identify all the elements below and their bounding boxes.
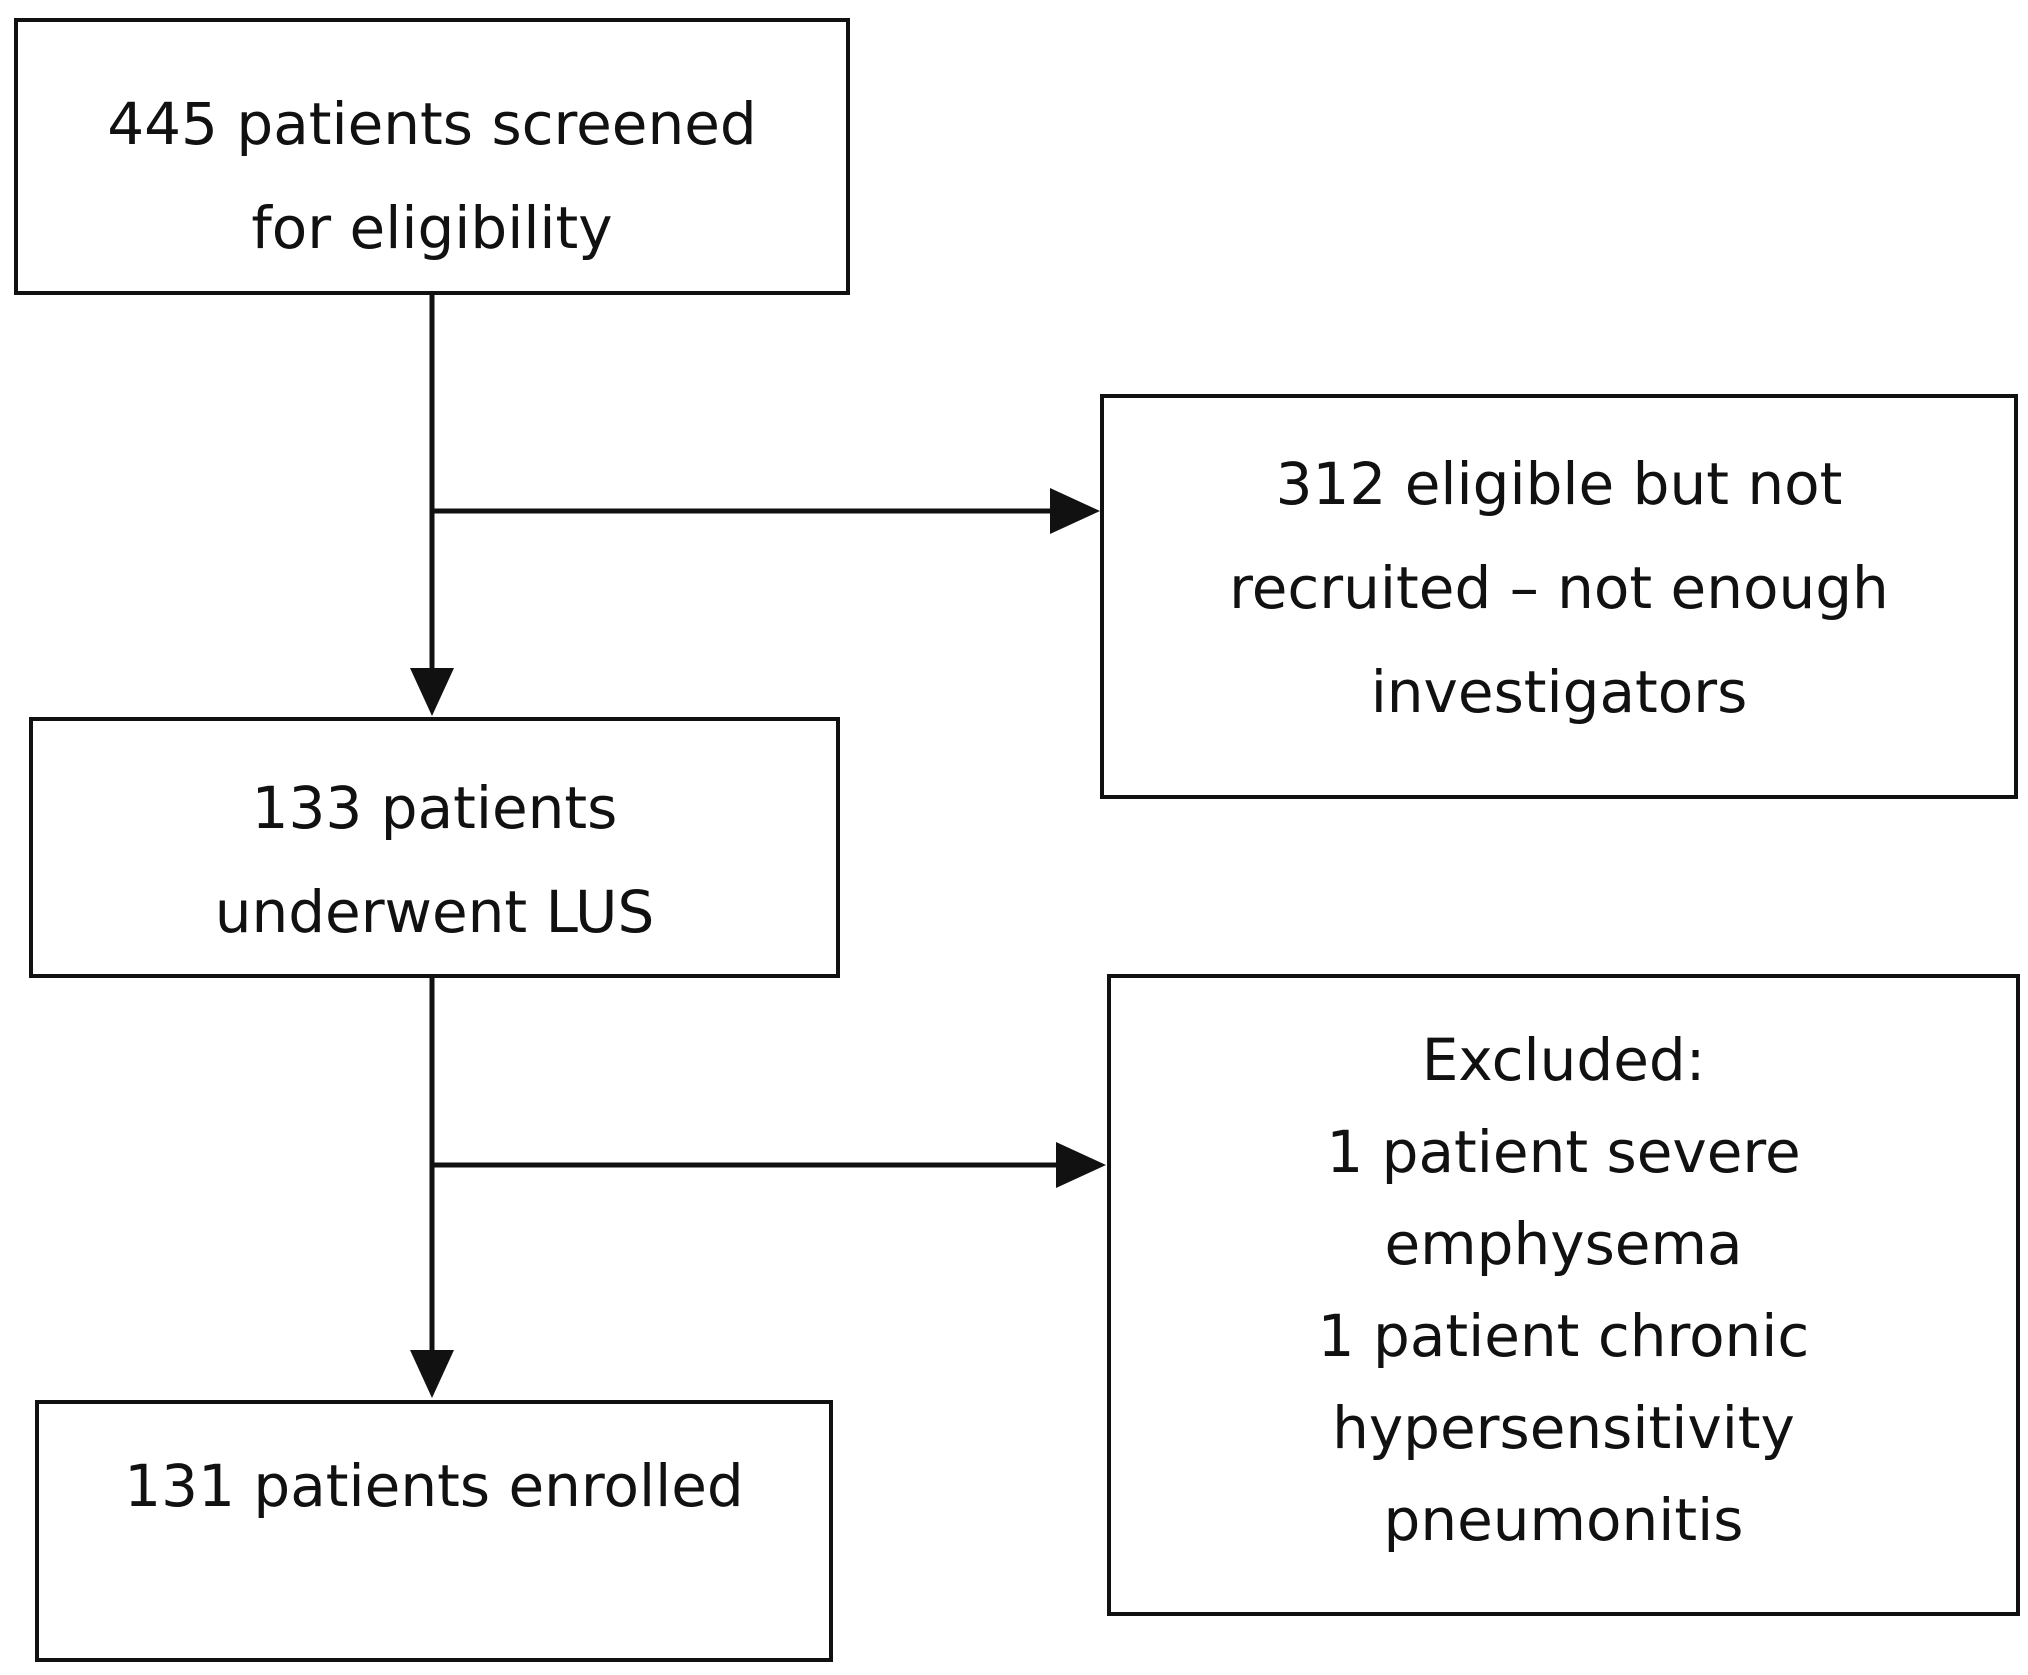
box-text-line: 1 patient severe	[1326, 1118, 1801, 1186]
box-text-line: recruited – not enough	[1229, 554, 1889, 622]
box-text-line: emphysema	[1384, 1210, 1743, 1278]
box-text-line: Excluded:	[1421, 1026, 1706, 1094]
box-text-line: investigators	[1370, 658, 1748, 726]
box-text-line: pneumonitis	[1383, 1486, 1744, 1554]
box-text-line: underwent LUS	[214, 878, 655, 946]
arrowhead-down-icon	[410, 668, 454, 716]
screened-box: 445 patients screened for eligibility	[14, 18, 850, 295]
arrowhead-down-icon	[410, 1350, 454, 1398]
arrowhead-right-icon	[1056, 1142, 1106, 1188]
underwent-lus-box: 133 patients underwent LUS	[29, 717, 840, 978]
box-text-line: hypersensitivity	[1332, 1394, 1795, 1462]
box-text-line: 1 patient chronic	[1317, 1302, 1810, 1370]
box-text-line: 445 patients screened	[107, 90, 757, 158]
box-text-line: 131 patients enrolled	[124, 1452, 744, 1520]
not-recruited-box: 312 eligible but not recruited – not eno…	[1100, 394, 2018, 799]
excluded-box: Excluded: 1 patient severe emphysema 1 p…	[1107, 974, 2020, 1616]
enrolled-box: 131 patients enrolled	[35, 1400, 833, 1662]
box-text-line: 312 eligible but not	[1275, 450, 1843, 518]
box-text-line: for eligibility	[251, 194, 613, 262]
arrowhead-right-icon	[1050, 488, 1100, 534]
box-text-line: 133 patients	[251, 774, 618, 842]
